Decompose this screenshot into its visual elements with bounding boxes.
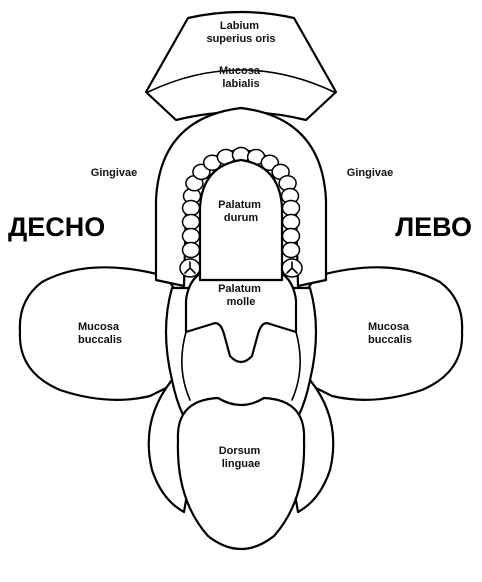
tooth (283, 201, 300, 216)
tooth (283, 229, 300, 244)
label-mucosa-buccalis-left: Mucosa buccalis (368, 321, 412, 346)
tooth (183, 243, 200, 258)
label-dorsum-linguae: Dorsum linguae (219, 445, 264, 470)
tooth (183, 215, 200, 230)
label-mucosa-buccalis-right: Mucosa buccalis (78, 321, 122, 346)
label-gingivae-left: Gingivae (347, 167, 393, 179)
label-mucosa-labialis: Mucosa labialis (219, 65, 263, 90)
tooth (283, 215, 300, 230)
tooth (283, 243, 300, 258)
label-gingivae-right: Gingivae (91, 167, 137, 179)
label-palatum-durum: Palatum durum (218, 199, 264, 224)
dorsum-linguae-shape (178, 398, 304, 549)
side-label-right: ДЕСНО (8, 212, 105, 242)
tooth (183, 229, 200, 244)
tooth (183, 201, 200, 216)
side-label-left: ЛЕВО (395, 212, 472, 242)
